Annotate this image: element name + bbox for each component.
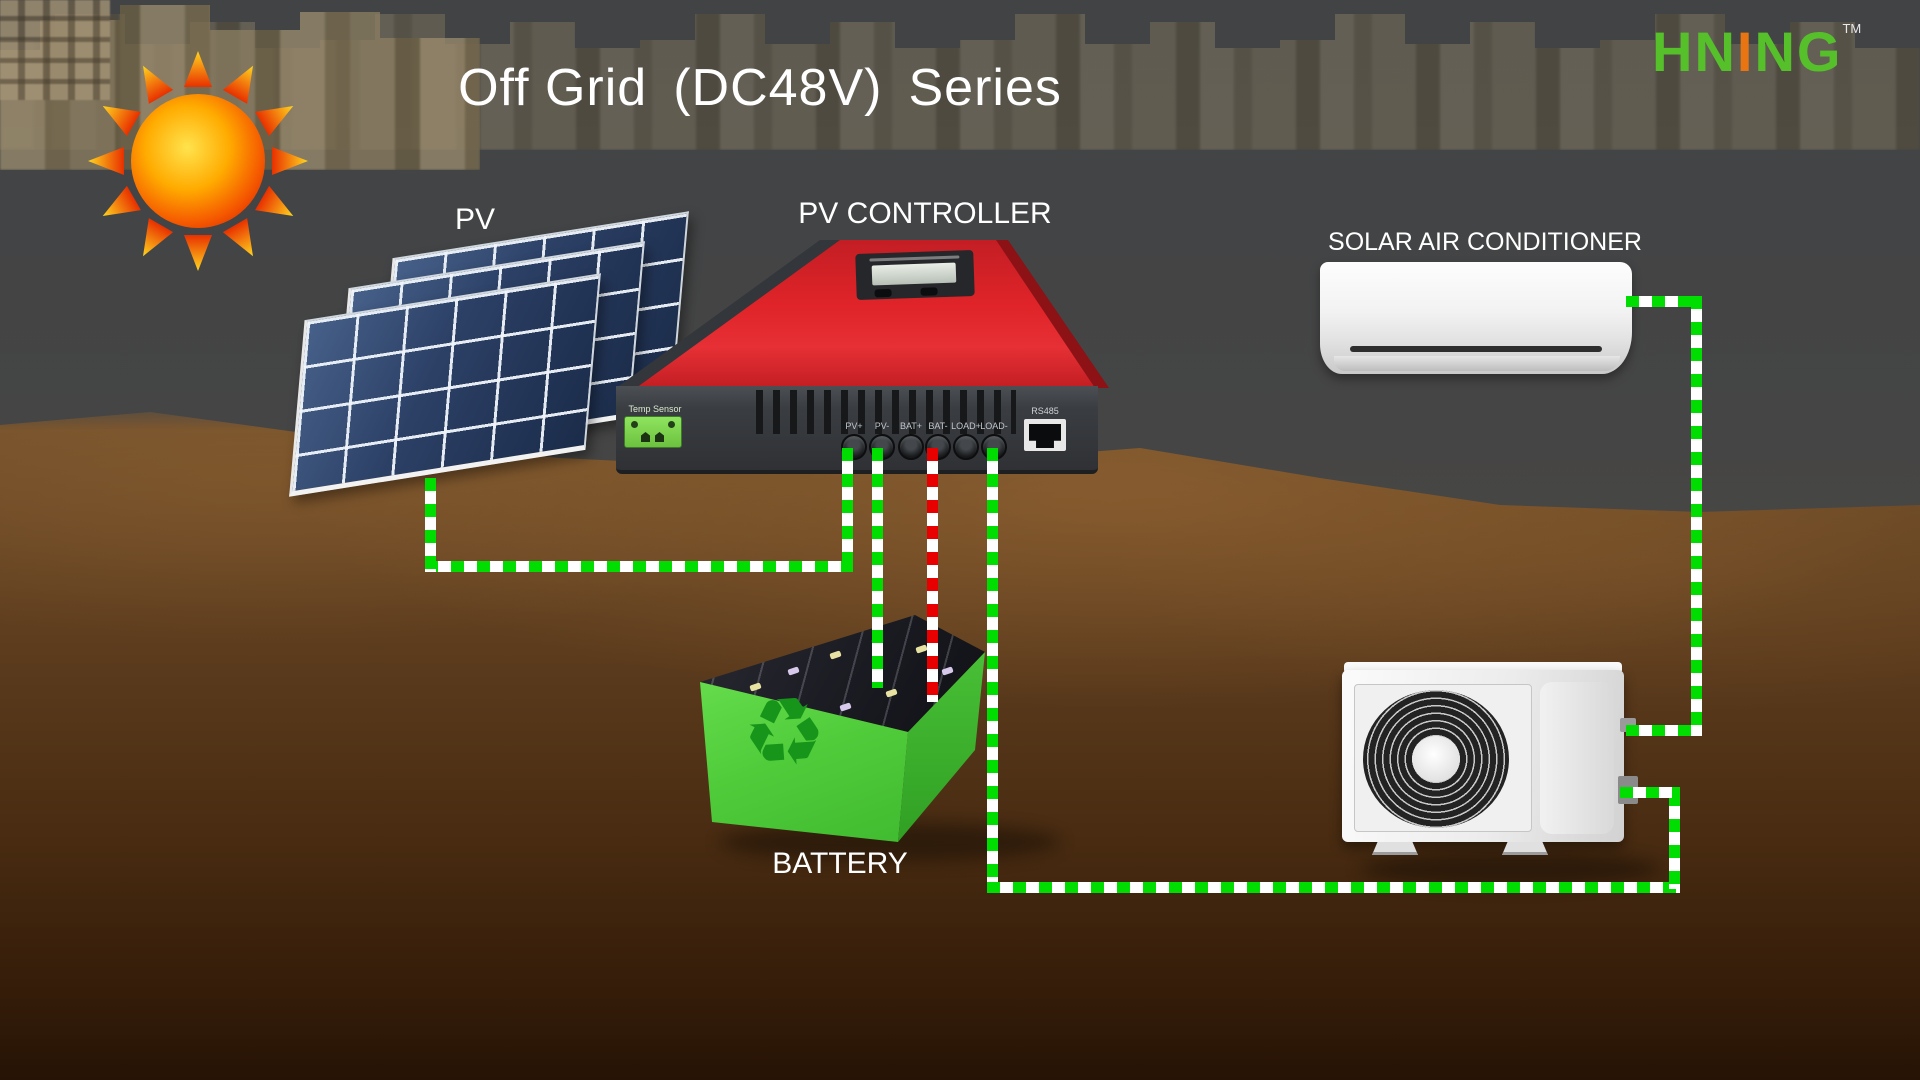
wire-load-vertical xyxy=(987,448,998,893)
port-bat-plus xyxy=(898,434,924,460)
page-title: Off Grid (DC48V) Series xyxy=(420,58,1100,118)
outdoor-unit-foot xyxy=(1502,842,1548,855)
outdoor-unit-body xyxy=(1342,670,1624,842)
town-building-bright xyxy=(0,0,110,100)
indoor-unit-flap xyxy=(1334,356,1620,371)
outdoor-unit-foot xyxy=(1372,842,1418,855)
title-part-3: Series xyxy=(908,59,1062,117)
outdoor-unit-shadow xyxy=(1360,852,1660,886)
brand-logo: HNINGTM xyxy=(1652,22,1861,80)
wire-pv-horizontal xyxy=(425,561,853,572)
vent-slots xyxy=(756,390,1016,434)
wire-pv-panel-vertical xyxy=(425,478,436,572)
controller-display-panel xyxy=(855,249,975,301)
solar-air-conditioner-indoor-unit xyxy=(1320,262,1632,378)
outdoor-unit-side-panel xyxy=(1540,682,1614,834)
logo-text-accent: I xyxy=(1736,20,1755,83)
recycle-icon: ♻ xyxy=(738,677,830,788)
logo-text-right: NG xyxy=(1754,20,1843,83)
battery-pack: ♻ xyxy=(690,600,1000,850)
wire-load-riser xyxy=(1669,793,1680,889)
rs485-label: RS485 xyxy=(1031,406,1059,416)
wire-pv-plus-vertical xyxy=(842,448,853,570)
pv-controller-device: Temp Sensor PV+ PV- BAT+ BAT- LOAD+ LOAD… xyxy=(610,238,1110,478)
terminal-screw-icon xyxy=(668,421,675,428)
wire-indoor-vertical xyxy=(1691,296,1702,736)
label-pv: PV xyxy=(454,203,496,236)
title-part-1: Off Grid xyxy=(458,59,648,117)
logo-text-left: HN xyxy=(1652,20,1737,83)
rj45-socket-icon xyxy=(1029,424,1061,448)
lcd-screen xyxy=(871,262,957,286)
label-pv-controller: PV CONTROLLER xyxy=(798,197,1052,230)
wire-indoor-to-outdoor xyxy=(1626,725,1702,736)
controller-button-left xyxy=(874,288,892,298)
wire-load-bottom-horizontal xyxy=(987,882,1680,893)
trademark-symbol: TM xyxy=(1842,21,1862,36)
fan-hub xyxy=(1412,736,1460,782)
terminal-screw-icon xyxy=(631,421,638,428)
temp-sensor-terminal xyxy=(624,416,682,448)
terminal-pin-icon xyxy=(641,432,650,442)
terminal-label-pv-plus: PV+ xyxy=(845,421,863,431)
indoor-unit-body xyxy=(1320,262,1632,374)
terminal-label-load-minus: LOAD- xyxy=(980,421,1008,431)
terminal-label-bat-minus: BAT- xyxy=(928,421,948,431)
title-part-2: (DC48V) xyxy=(673,59,883,117)
terminal-label-bat-plus: BAT+ xyxy=(899,421,923,431)
controller-button-right xyxy=(920,287,938,296)
terminal-label-pv-minus: PV- xyxy=(874,421,890,431)
indoor-unit-vent-slot xyxy=(1350,346,1602,352)
wire-battery-green xyxy=(872,448,883,688)
port-load-plus xyxy=(953,434,979,460)
label-solar-air-conditioner: SOLAR AIR CONDITIONER xyxy=(1328,228,1642,256)
wire-battery-red xyxy=(927,448,938,702)
controller-front-face: Temp Sensor PV+ PV- BAT+ BAT- LOAD+ LOAD… xyxy=(616,386,1098,474)
label-battery: BATTERY xyxy=(772,847,908,880)
wire-indoor-out xyxy=(1626,296,1702,307)
rs485-port xyxy=(1024,419,1066,451)
terminal-pin-icon xyxy=(655,432,664,442)
temp-sensor-label: Temp Sensor xyxy=(628,404,682,414)
air-conditioner-outdoor-unit xyxy=(1342,658,1642,876)
display-caption-strip xyxy=(869,255,960,262)
terminal-label-load-plus: LOAD+ xyxy=(951,421,981,431)
wire-load-to-outdoor xyxy=(1620,787,1680,798)
solar-panel-front xyxy=(289,273,601,497)
